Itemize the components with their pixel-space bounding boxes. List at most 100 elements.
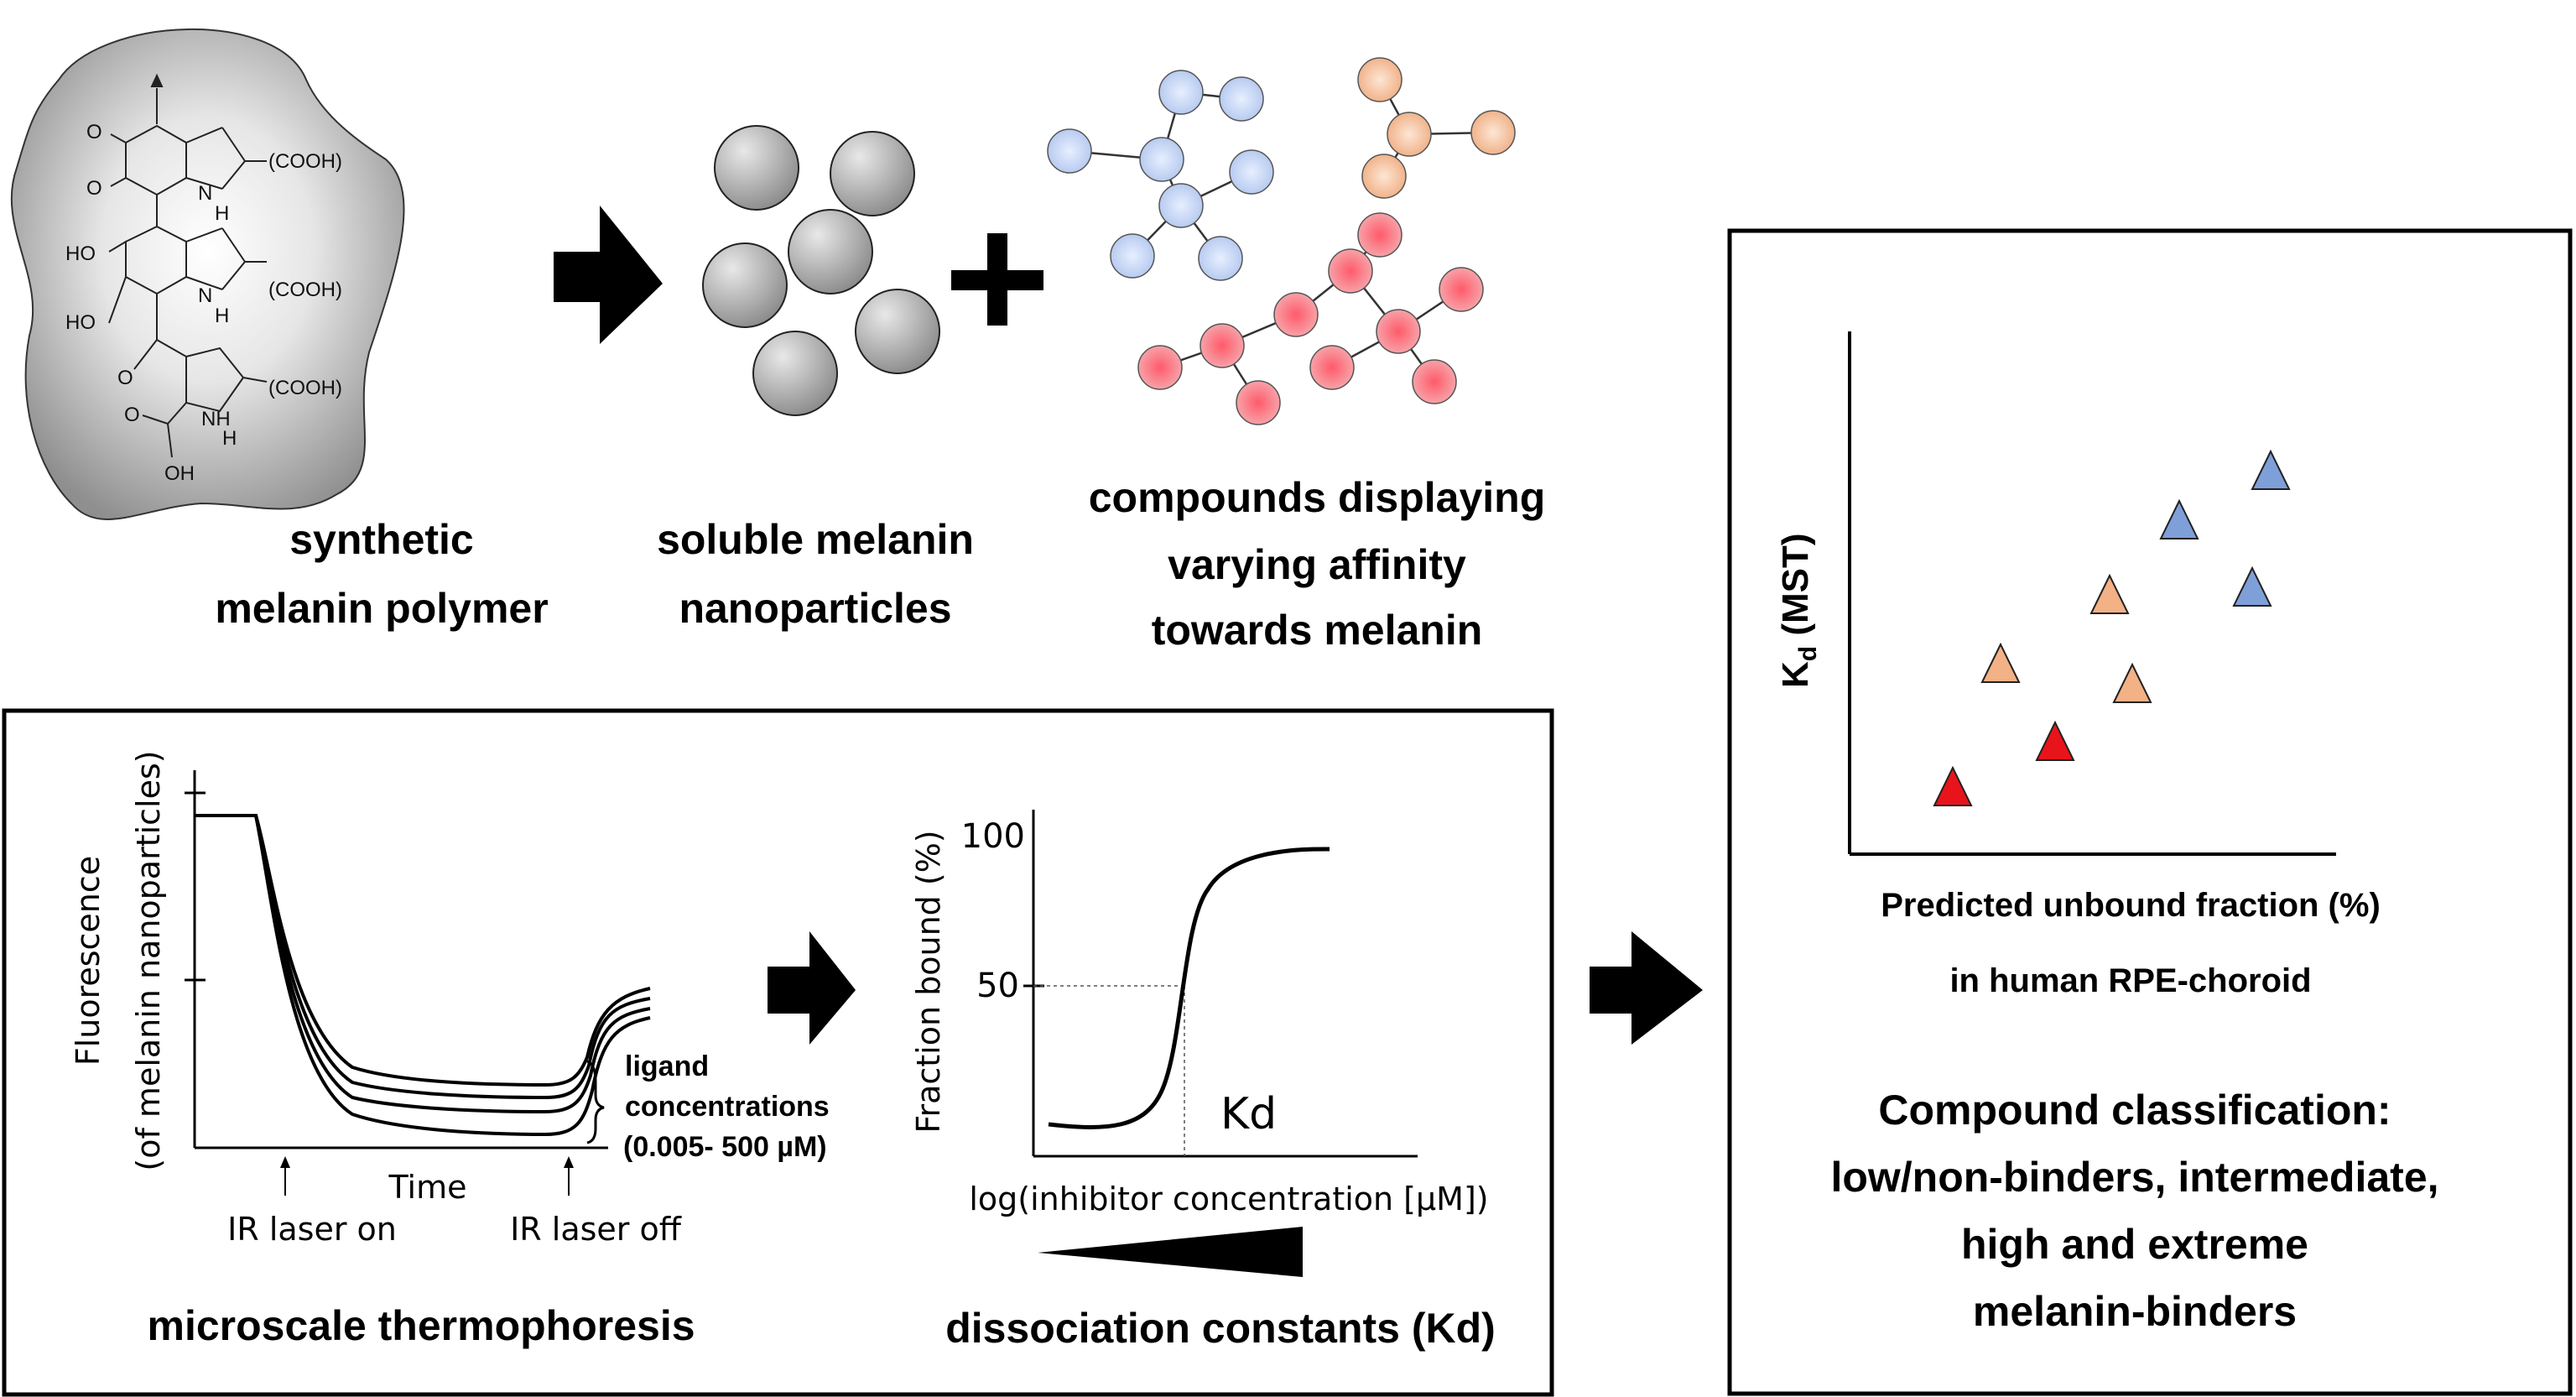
mst-kd-panel-frame xyxy=(2,708,1554,1397)
kd-plot xyxy=(1023,810,1418,1158)
mst-trace xyxy=(195,814,651,1087)
kd-curve-label: Kd xyxy=(1220,1089,1277,1139)
blue-compound-node xyxy=(1219,76,1264,122)
orange-triangle-marker xyxy=(2112,662,2152,703)
nanoparticle xyxy=(830,131,915,216)
mst-trace xyxy=(195,814,651,1114)
nanoparticles-illustration xyxy=(702,125,940,416)
concentration-wedge xyxy=(1038,1227,1303,1277)
arrow-up-icon xyxy=(564,1156,574,1168)
chem-o-3: O xyxy=(117,367,133,389)
chem-ho-2: HO xyxy=(65,311,96,334)
classification-panel-frame xyxy=(1727,228,2573,1396)
chem-o-2: O xyxy=(86,177,102,200)
nanoparticle xyxy=(788,209,873,295)
y-label-k: K xyxy=(1775,661,1816,688)
ligand-bracket xyxy=(586,1060,605,1144)
chem-cooh-1: (COOH) xyxy=(268,150,342,173)
mst-trace xyxy=(195,814,651,1137)
blue-compound-node xyxy=(1047,128,1092,174)
nanoparticles-label-line2: nanoparticles xyxy=(679,585,951,632)
ligand-label-line1: ligand xyxy=(625,1050,709,1082)
arrow-up-icon xyxy=(280,1156,290,1168)
nanoparticles-label-line1: soluble melanin xyxy=(657,516,974,563)
mst-trace xyxy=(195,814,651,1100)
blue-triangle-marker xyxy=(2159,498,2199,540)
chem-o-4: O xyxy=(124,404,140,426)
classification-scatter xyxy=(1848,331,2336,856)
classification-x-label-line2: in human RPE-choroid xyxy=(1949,962,2311,999)
classification-y-axis-label: Kd (MST) xyxy=(1775,533,1822,688)
mst-y-axis-label: Fluorescence (of melanin nanoparticles) xyxy=(70,750,167,1170)
mst-x-axis-label: Time xyxy=(388,1169,467,1206)
blue-triangle-marker xyxy=(2232,566,2272,607)
orange-compound-node xyxy=(1361,154,1407,199)
chem-cooh-3: (COOH) xyxy=(268,377,342,399)
mst-title: microscale thermophoresis xyxy=(147,1302,695,1349)
ligand-label-line2: concentrations xyxy=(625,1091,830,1123)
plus-icon xyxy=(951,233,1043,326)
mst-traces xyxy=(195,814,651,1137)
blue-triangle-marker xyxy=(2251,449,2291,490)
orange-triangle-marker xyxy=(2089,573,2130,614)
red-triangle-marker xyxy=(1933,765,1973,806)
arrow-right-icon xyxy=(554,206,663,344)
kd-x-axis-label: log(inhibitor concentration [µM]) xyxy=(969,1181,1488,1217)
arrow-right-icon xyxy=(1590,931,1703,1045)
mst-y-label-line1: Fluorescence xyxy=(70,856,107,1066)
tick-100-label: 100 xyxy=(961,817,1025,856)
chem-n-1: N xyxy=(198,182,212,205)
polymer-label-line2: melanin polymer xyxy=(215,585,548,632)
chem-n-2: N xyxy=(198,284,212,307)
chem-ho-1: HO xyxy=(65,242,96,265)
laser-on-label: IR laser on xyxy=(227,1211,397,1248)
orange-compound-node xyxy=(1470,110,1516,155)
red-compound-node xyxy=(1137,345,1183,390)
compounds-label-line2: varying affinity xyxy=(1168,541,1466,588)
binding-curve xyxy=(1048,847,1330,1129)
chem-h-2: H xyxy=(215,305,229,327)
mst-plot xyxy=(185,770,651,1196)
nanoparticle xyxy=(702,242,788,328)
kd-title: dissociation constants (Kd) xyxy=(945,1305,1496,1352)
arrow-right-icon xyxy=(768,931,856,1045)
red-compound-node xyxy=(1412,359,1457,404)
y-label-subscript: d xyxy=(1794,646,1822,661)
red-compound-node xyxy=(1236,380,1281,425)
compounds-illustration xyxy=(1047,57,1516,425)
kd-y-axis-label: Fraction bound (%) xyxy=(910,830,947,1133)
red-compound-node xyxy=(1328,248,1373,294)
red-compound-node xyxy=(1309,345,1355,390)
tick-50-label: 50 xyxy=(976,967,1019,1005)
chem-h-1: H xyxy=(215,202,229,225)
orange-compound-node xyxy=(1387,112,1432,157)
polymer-blob xyxy=(10,29,405,520)
melanin-polymer-illustration: O O (COOH) N H HO HO (COOH) N H O (COOH)… xyxy=(10,29,405,520)
red-compound-node xyxy=(1376,309,1421,354)
red-compound-node xyxy=(1200,323,1245,368)
mst-y-label-line2: (of melanin nanoparticles) xyxy=(130,750,167,1170)
compounds-label-line3: towards melanin xyxy=(1152,607,1483,654)
red-compound-node xyxy=(1439,267,1484,312)
blue-compound-node xyxy=(1158,183,1204,228)
blue-compound-node xyxy=(1198,236,1243,281)
compounds-label-line1: compounds displaying xyxy=(1089,474,1545,521)
red-triangle-marker xyxy=(2035,720,2075,761)
nanoparticle xyxy=(855,289,940,374)
classification-title-line2: low/non-binders, intermediate, xyxy=(1830,1154,2438,1201)
red-compound-node xyxy=(1357,212,1402,258)
chem-h-3: H xyxy=(222,427,237,450)
laser-off-label: IR laser off xyxy=(510,1211,682,1248)
y-label-rest: (MST) xyxy=(1775,533,1816,645)
chem-o-1: O xyxy=(86,121,102,143)
orange-compound-node xyxy=(1357,57,1402,102)
chem-oh: OH xyxy=(164,462,195,485)
classification-title-line4: melanin-binders xyxy=(1973,1288,2297,1335)
chem-cooh-2: (COOH) xyxy=(268,279,342,301)
polymer-label-line1: synthetic xyxy=(289,516,474,563)
classification-title-line1: Compound classification: xyxy=(1878,1087,2391,1134)
chem-nh-3: NH xyxy=(201,408,231,430)
red-compound-node xyxy=(1273,292,1319,337)
chemical-structure xyxy=(108,73,268,458)
